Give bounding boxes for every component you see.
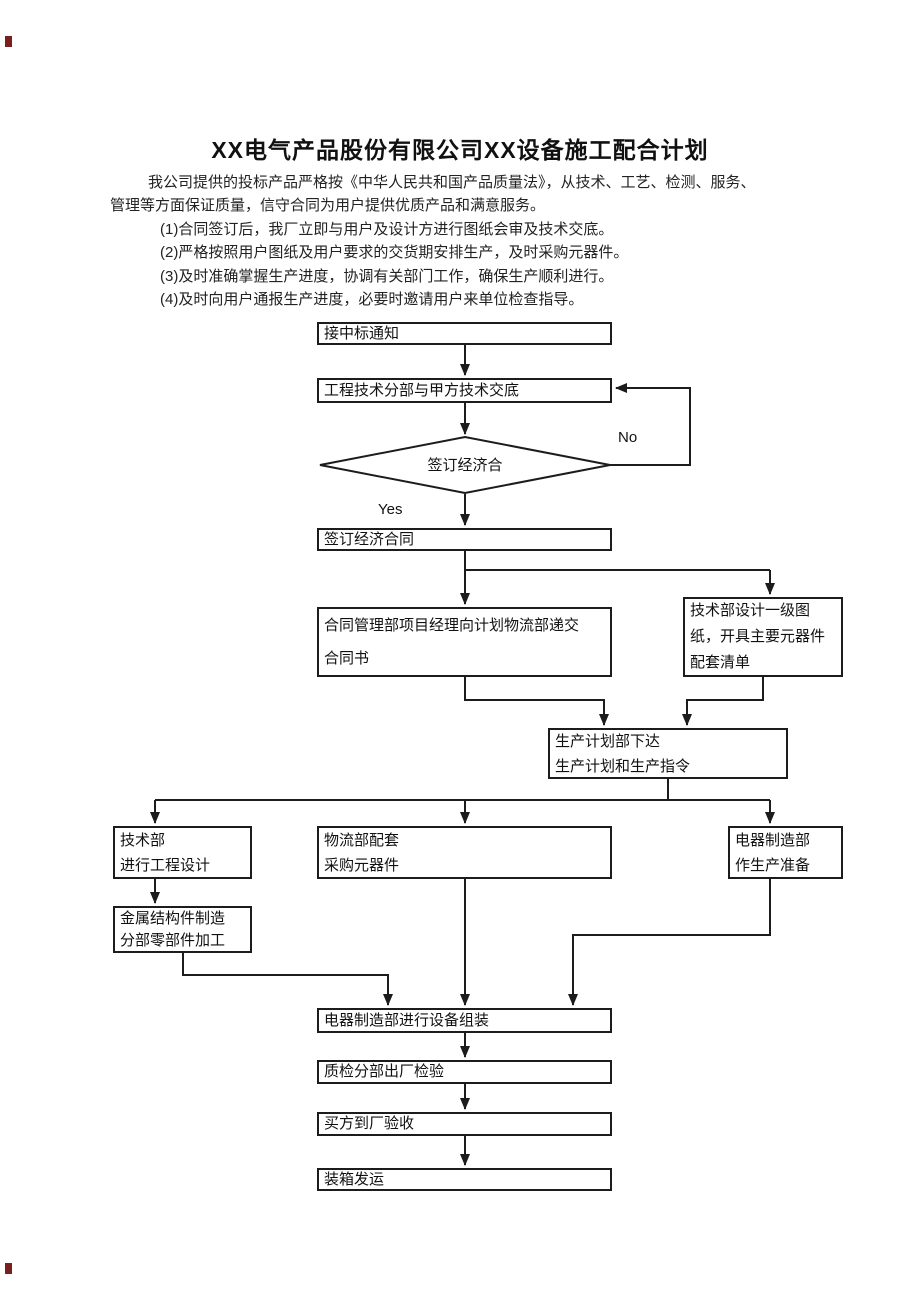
flow-node-buyer-acceptance: 买方到厂验收 (317, 1112, 612, 1136)
flow-node-assembly: 电器制造部进行设备组装 (317, 1008, 612, 1033)
page-title: XX电气产品股份有限公司XX设备施工配合计划 (211, 137, 709, 163)
arrow-prepare-to-assembly (568, 879, 771, 1006)
flow-node-sign-contract: 签订经济合同 (317, 528, 612, 551)
flow-node-packing-shipping: 装箱发运 (317, 1168, 612, 1191)
list-item-1: (1)合同签订后，我厂立即与用户及设计方进行图纸会审及技术交底。 (160, 220, 614, 238)
flow-node-design-drawings: 技术部设计一级图 纸，开具主要元器件 配套清单 (683, 597, 843, 677)
list-item-4: (4)及时向用户通报生产进度，必要时邀请用户来单位检查指导。 (160, 291, 584, 309)
flow-node-production-plan: 生产计划部下达 生产计划和生产指令 (548, 728, 788, 779)
intro-paragraph: 我公司提供的投标产品严格按《中华人民共和国产品质量法》，从技术、工艺、检测、服务… (110, 174, 756, 215)
arrow-design-to-plan (682, 677, 764, 726)
flow-node-metal-parts: 金属结构件制造 分部零部件加工 (113, 906, 252, 953)
flow-node-quality-inspection: 质检分部出厂检验 (317, 1060, 612, 1084)
flow-node-engineering-design: 技术部 进行工程设计 (113, 826, 252, 879)
edge-artifact-top (5, 36, 12, 47)
line-contract-split (464, 551, 770, 571)
arrow-submit-to-plan (464, 677, 609, 726)
flow-node-logistics-purchase: 物流部配套 采购元器件 (317, 826, 612, 879)
flow-node-sign-decision: 签订经济合 (427, 457, 503, 474)
flow-node-tech-disclosure: 工程技术分部与甲方技术交底 (317, 378, 612, 403)
list-item-3: (3)及时准确掌握生产进度，协调有关部门工作，确保生产顺利进行。 (160, 267, 614, 285)
intro-block: 我公司提供的投标产品严格按《中华人民共和国产品质量法》，从技术、工艺、检测、服务… (110, 171, 758, 311)
arrow-no-loop (610, 383, 691, 466)
edge-artifact-bottom (5, 1263, 12, 1274)
decision-yes-label: Yes (378, 501, 403, 518)
flow-node-receive-bid-notice: 接中标通知 (317, 322, 612, 345)
arrow-metal-to-assembly (182, 953, 393, 1006)
line-plan-split (155, 779, 770, 801)
flow-node-submit-contract: 合同管理部项目经理向计划物流部递交 合同书 (317, 607, 612, 677)
list-item-2: (2)严格按照用户图纸及用户要求的交货期安排生产，及时采购元器件。 (160, 244, 629, 262)
flow-node-production-prepare: 电器制造部 作生产准备 (728, 826, 843, 879)
decision-no-label: No (618, 429, 638, 446)
